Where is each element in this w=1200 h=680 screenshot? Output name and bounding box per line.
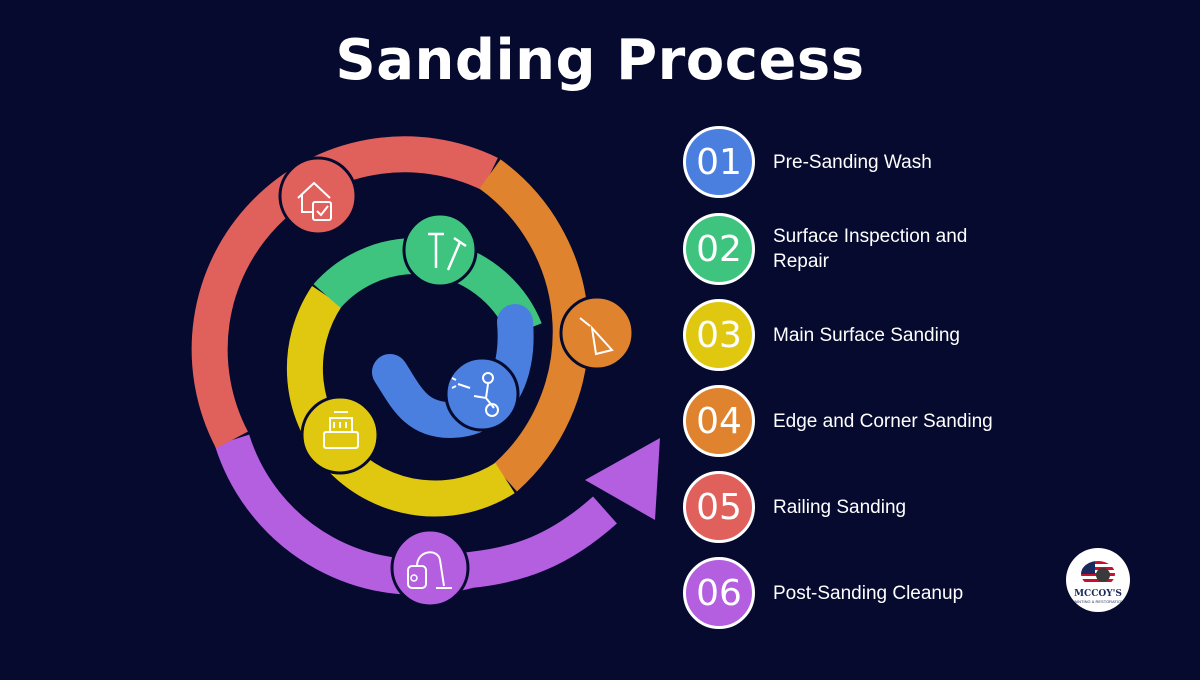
step-number-badge: 01 [683, 126, 755, 198]
step-3: 03 Main Surface Sanding [683, 297, 1143, 373]
step-label: Railing Sanding [773, 496, 907, 518]
step-number-badge: 04 [683, 385, 755, 457]
step-number-badge: 05 [683, 471, 755, 543]
step-1: 01 Pre-Sanding Wash [683, 124, 1143, 200]
floor-sander-icon [300, 395, 380, 475]
spiral-segment-railing [191, 136, 498, 449]
trowel-icon [559, 295, 635, 371]
step-label: Post-Sanding Cleanup [773, 582, 964, 604]
logo-name: MCCOY'S [1074, 588, 1122, 599]
vacuum-icon [390, 528, 470, 608]
step-number-badge: 02 [683, 213, 755, 285]
page-title: Sanding Process [335, 28, 865, 93]
step-label: Main Surface Sanding [773, 324, 960, 346]
step-number-badge: 06 [683, 557, 755, 629]
logo-tagline: PAINTING & RESTORATION [1071, 598, 1124, 604]
spiral-arrow-head [585, 438, 660, 520]
step-6: 06 Post-Sanding Cleanup [683, 555, 1143, 631]
nails-icon [402, 212, 478, 288]
step-4: 04 Edge and Corner Sanding [683, 383, 1143, 459]
company-logo: MCCOY'S PAINTING & RESTORATION [1066, 548, 1130, 612]
step-number-badge: 03 [683, 299, 755, 371]
step-label: Surface Inspection and Repair [773, 226, 968, 272]
step-2: 02 Surface Inspection and Repair [683, 211, 1143, 287]
step-label: Pre-Sanding Wash [773, 151, 932, 173]
step-label: Edge and Corner Sanding [773, 410, 993, 432]
pressure-washer-icon [444, 356, 520, 432]
flag-icon [1081, 560, 1115, 587]
house-check-icon [278, 156, 358, 236]
step-5: 05 Railing Sanding [683, 469, 1143, 545]
